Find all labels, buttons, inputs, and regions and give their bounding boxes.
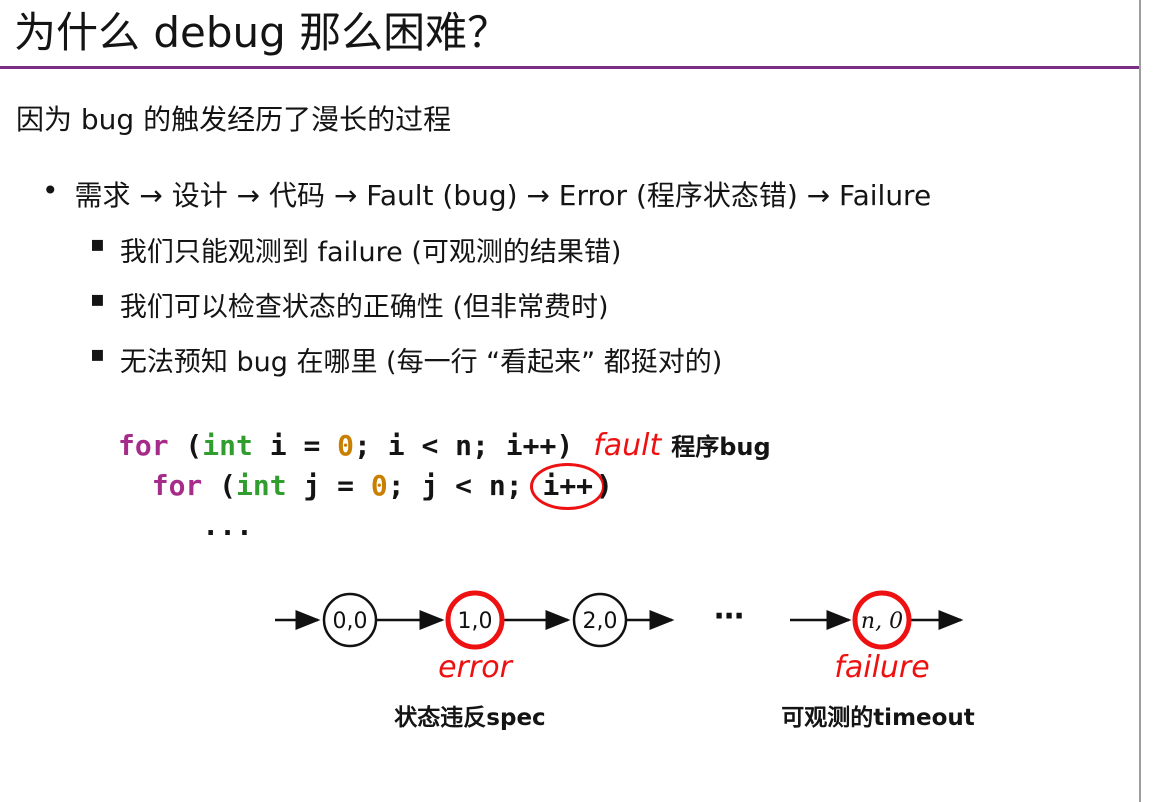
type-token: int	[236, 469, 287, 502]
lead-text: 因为 bug 的触发经历了漫长的过程	[16, 103, 452, 136]
code-text: j =	[286, 469, 371, 502]
fault-note: 程序bug	[671, 433, 771, 461]
failure-caption: 可观测的timeout	[781, 705, 975, 731]
page-title: 为什么 debug 那么困难？	[14, 8, 510, 57]
bug-highlight-circle: i++	[530, 463, 606, 510]
state-label-10: 1,0	[458, 609, 493, 634]
bullet-main: 需求 → 设计 → 代码 → Fault (bug) → Error (程序状态…	[42, 174, 932, 214]
state-node-n0-failure	[852, 590, 912, 650]
state-node-20	[572, 592, 628, 648]
type-token: int	[202, 429, 253, 462]
bullet-sub-unknown-location: 无法预知 bug 在哪里 (每一行 “看起来” 都挺对的)	[90, 340, 722, 379]
code-text: (	[202, 469, 237, 502]
fault-label: fault	[593, 428, 662, 463]
code-text: ; i < n; i++)	[354, 429, 574, 462]
failure-label: failure	[834, 650, 930, 685]
code-text: )	[596, 469, 613, 502]
ellipsis-dots: ⋯	[714, 599, 746, 634]
state-label-00: 0,0	[333, 609, 368, 634]
state-node-00	[322, 592, 378, 648]
keyword-token: for	[118, 429, 169, 462]
number-token: 0	[370, 469, 388, 502]
state-transition-diagram: 0,0 1,0 2,0 n, 0 ⋯	[275, 590, 964, 650]
keyword-token: for	[151, 469, 203, 502]
code-text: i =	[252, 429, 338, 462]
state-label-n0: n, 0	[861, 609, 903, 634]
state-label-20: 2,0	[583, 609, 618, 634]
error-label: error	[438, 650, 512, 685]
code-line-2: for (int j = 0; j < n; i++)	[118, 463, 771, 510]
bullet-sub-text: 我们可以检查状态的正确性 (但非常费时)	[119, 292, 609, 323]
error-caption: 状态违反spec	[394, 705, 546, 731]
code-text: (	[168, 429, 203, 462]
bullet-sub-check-state: 我们可以检查状态的正确性 (但非常费时)	[90, 285, 609, 324]
code-line-1: for (int i = 0; i < n; i++) fault 程序bug	[118, 426, 771, 466]
state-node-10-error	[445, 590, 505, 650]
code-text	[118, 469, 152, 502]
bullet-sub-observe-failure: 我们只能观测到 failure (可观测的结果错)	[90, 230, 622, 269]
code-text: ; j < n;	[387, 469, 540, 502]
title-rule	[0, 66, 1139, 69]
code-line-3: ...	[118, 509, 253, 542]
bullet-sub-text: 无法预知 bug 在哪里 (每一行 “看起来” 都挺对的)	[119, 347, 723, 378]
bullet-sub-text: 我们只能观测到 failure (可观测的结果错)	[119, 237, 622, 268]
number-token: 0	[337, 429, 355, 462]
bullet-main-text: 需求 → 设计 → 代码 → Fault (bug) → Error (程序状态…	[74, 179, 932, 212]
fault-annotation: fault 程序bug	[593, 428, 771, 463]
slide-right-border	[1139, 0, 1141, 802]
